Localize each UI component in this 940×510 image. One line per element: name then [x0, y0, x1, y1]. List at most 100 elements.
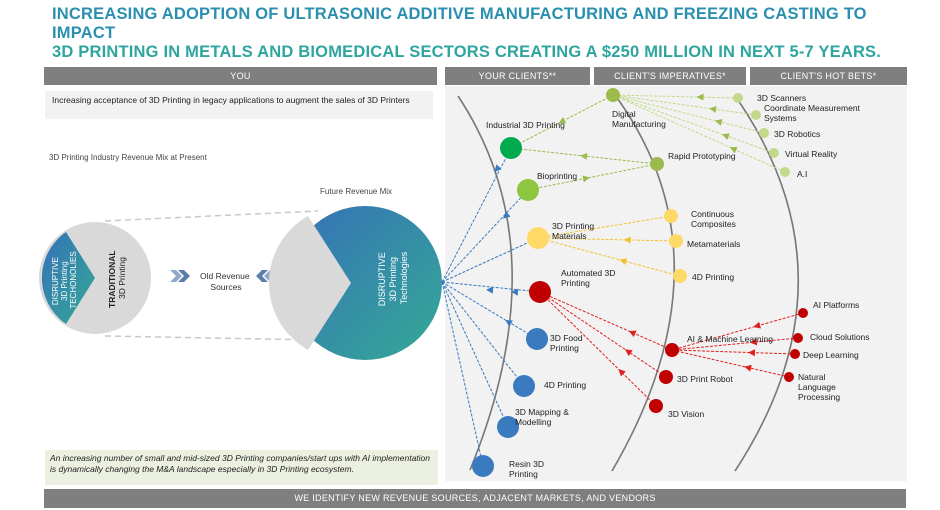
future-mix-label: Future Revenue Mix — [320, 187, 393, 196]
hot-bet-node — [798, 308, 808, 318]
arrow-icon — [729, 146, 738, 154]
client-label: 4D Printing — [544, 380, 587, 390]
link-rapid-bio — [527, 163, 658, 191]
header-client-imperatives: CLIENT'S IMPERATIVES* — [594, 67, 746, 85]
imperative-label: 4D Printing — [692, 272, 735, 282]
arrow-icon — [494, 164, 502, 172]
imperative-label: 3D Print Robot — [677, 374, 733, 384]
client-node — [497, 416, 519, 438]
arrow-icon — [502, 211, 511, 219]
client-label: Bioprinting — [537, 171, 578, 181]
hot-bet-label: Deep Learning — [803, 350, 859, 360]
hot-bet-label: Virtual Reality — [785, 149, 838, 159]
present-disruptive-label: DISRUPTIVE 3D Printing TECHONOLIES — [51, 251, 78, 308]
old-revenue-label: Old Revenue Sources — [200, 271, 252, 292]
ring-clients-arc — [457, 95, 513, 471]
client-label: 3D Mapping & Modelling — [515, 407, 569, 427]
arrow-icon — [558, 117, 567, 124]
hot-bet-label: Cloud Solutions — [810, 332, 870, 342]
imperative-label: Rapid Prototyping — [668, 151, 736, 161]
client-node — [513, 375, 535, 397]
top-note: Increasing acceptance of 3D Printing in … — [45, 91, 433, 119]
link-hotbet-digital — [612, 94, 757, 116]
present-traditional-label: TRADITIONAL 3D Printing — [107, 248, 127, 308]
client-label: Industrial 3D Printing — [486, 120, 565, 130]
header-client-hot-bets: CLIENT'S HOT BETS* — [750, 67, 907, 85]
link-4d-materials — [537, 237, 681, 277]
header-your-clients: YOUR CLIENTS** — [445, 67, 590, 85]
ring-imperatives-arc — [611, 94, 675, 472]
link-hotbet-digital — [612, 94, 775, 154]
imperative-node — [669, 234, 683, 248]
imperative-label: Digital Manufacturing — [612, 109, 666, 129]
future-traditional-slice — [268, 216, 351, 350]
arrow-icon — [618, 368, 626, 377]
link-hotbet-ai — [671, 312, 804, 351]
client-label: Automated 3D Printing — [561, 268, 616, 288]
client-node — [500, 137, 522, 159]
arrow-icon — [486, 286, 494, 294]
disruptive-slice — [41, 232, 95, 324]
arrow-icon — [753, 321, 761, 329]
hot-bet-label: A.I — [797, 169, 808, 179]
present-mix-label: 3D Printing Industry Revenue Mix at Pres… — [49, 153, 207, 162]
hub-link — [441, 281, 509, 428]
title-line-2: 3D PRINTING IN METALS AND BIOMEDICAL SEC… — [52, 43, 882, 61]
client-node — [529, 281, 551, 303]
link-digital-industrial — [510, 94, 614, 149]
chevron-right-icon — [170, 270, 190, 282]
hub-link — [441, 281, 484, 467]
link-hotbet-digital — [612, 94, 765, 134]
imperative-label: 3D Vision — [668, 409, 705, 419]
hot-bet-label: Natural Language Processing — [798, 372, 841, 402]
client-node — [527, 227, 549, 249]
hub-link — [441, 189, 529, 283]
imperative-label: Continuous Composites — [691, 209, 736, 229]
arrow-icon — [696, 93, 704, 101]
imperative-node — [659, 370, 673, 384]
hot-bet-node — [759, 128, 769, 138]
hot-bet-node — [784, 372, 794, 382]
hot-bet-label: 3D Scanners — [757, 93, 807, 103]
link-red-automated — [539, 291, 657, 407]
arrow-icon — [749, 338, 758, 346]
hot-bet-node — [790, 349, 800, 359]
arrow-icon — [709, 105, 717, 113]
hub-link — [441, 281, 541, 293]
link-meta-materials — [537, 237, 677, 242]
hot-bet-label: AI Platforms — [813, 300, 860, 310]
page-title: INCREASING ADOPTION OF ULTRASONIC ADDITI… — [52, 5, 932, 62]
link-red-automated — [539, 291, 673, 351]
hot-bet-node — [733, 93, 743, 103]
client-label: Resin 3D Printing — [509, 459, 544, 479]
imperative-node — [673, 269, 687, 283]
arrow-icon — [744, 364, 752, 372]
link-hotbet-ai — [671, 337, 799, 351]
header-you: YOU — [44, 67, 437, 85]
present-pie — [39, 222, 151, 334]
future-disruptive-label: DISRUPTIVE 3D Printing Technologies — [377, 250, 409, 307]
link-red-automated — [539, 291, 667, 378]
client-node — [526, 328, 548, 350]
arrow-icon — [511, 288, 519, 296]
imperative-label: Metamaterials — [687, 239, 741, 249]
imperative-node — [606, 88, 620, 102]
imperative-node — [649, 399, 663, 413]
footer-banner: WE IDENTIFY NEW REVENUE SOURCES, ADJACEN… — [44, 489, 906, 508]
arrow-icon — [582, 175, 590, 183]
arrow-icon — [628, 330, 637, 338]
hub-link — [441, 237, 539, 283]
hot-bet-label: Coordinate Measurement Systems — [764, 103, 860, 123]
hub-link — [441, 281, 525, 387]
arrow-icon — [505, 319, 513, 327]
hot-bet-label: 3D Robotics — [774, 129, 821, 139]
hot-bet-node — [793, 333, 803, 343]
future-pie — [268, 206, 442, 360]
arrow-icon — [623, 236, 631, 244]
hub-link — [441, 147, 512, 283]
client-node — [517, 179, 539, 201]
arrow-icon — [580, 152, 588, 160]
future-disruptive-slice — [288, 206, 442, 360]
arrow-icon — [619, 258, 628, 265]
arrow-icon — [624, 349, 633, 357]
